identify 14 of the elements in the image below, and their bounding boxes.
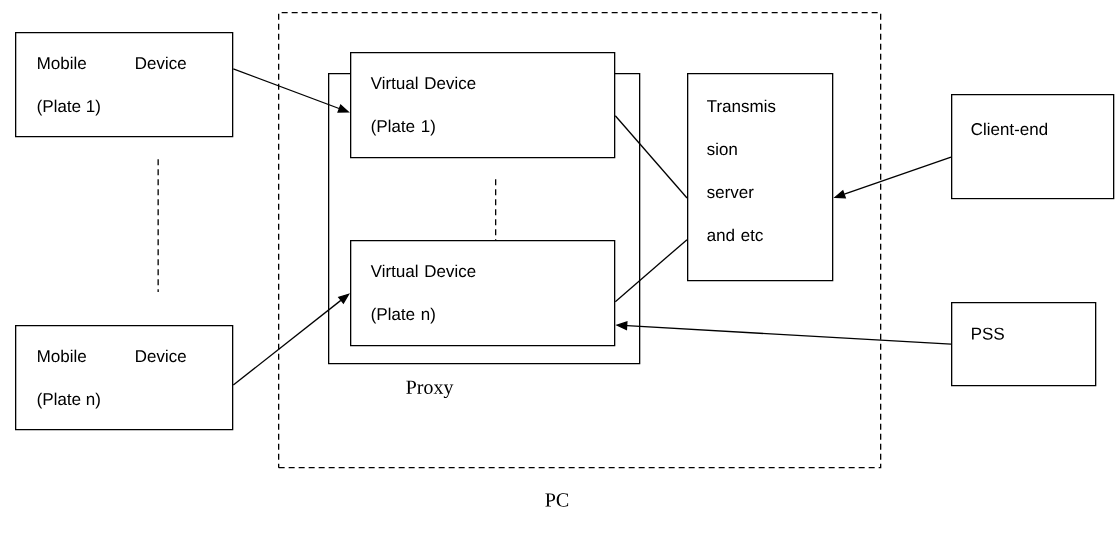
arrow — [232, 293, 350, 386]
text-box: Mobile Device (Plate 1) — [15, 32, 234, 138]
text-box: Virtual Device (Plate n) — [350, 240, 616, 347]
text-box: Mobile Device (Plate n) — [15, 325, 234, 431]
dashed-line — [495, 178, 497, 241]
text-box: Client-end — [951, 94, 1115, 200]
text-box: Transmis sion server and etc — [687, 73, 834, 282]
connector-line — [614, 115, 688, 199]
text-box: Virtual Device (Plate 1) — [350, 52, 616, 159]
connector-line — [614, 239, 688, 303]
dashed-line — [157, 158, 159, 293]
text-box: PSS — [951, 302, 1097, 387]
boundary-label: Proxy — [406, 380, 454, 399]
caption-label: PC — [545, 493, 569, 507]
